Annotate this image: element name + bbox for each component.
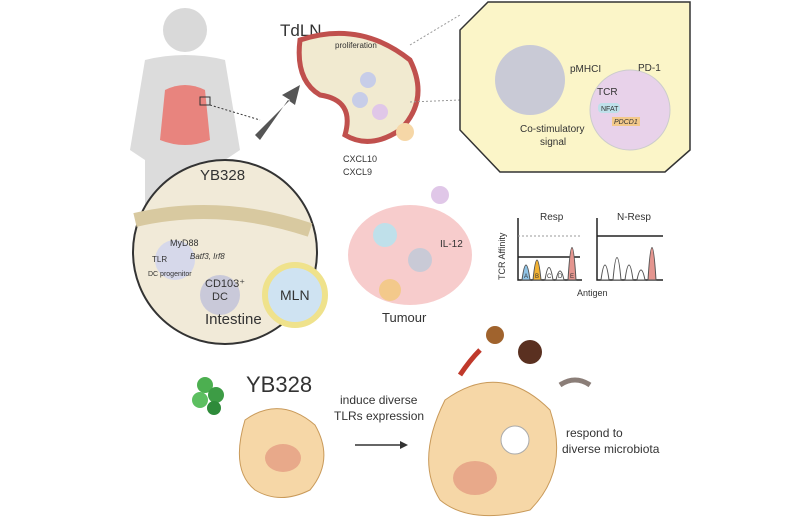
antigen-a: A: [524, 274, 528, 280]
step2-label-1: respond to: [566, 426, 623, 440]
y-axis-label: TCR Affinity: [497, 232, 507, 280]
up-arrow-icon: [255, 85, 300, 140]
x-axis-label: Antigen: [577, 288, 608, 298]
bottom-pathway: YB328 induce diverse TLRs expression res…: [192, 326, 660, 517]
nresp-title: N-Resp: [617, 212, 651, 223]
antigen-c: C: [547, 274, 552, 280]
pd1-label: PD-1: [638, 63, 661, 74]
intestine-label: Intestine: [205, 311, 262, 328]
genes-label: Batf3, Irf8: [190, 252, 225, 261]
cxcl9-label: CXCL9: [343, 167, 372, 177]
tumour: CXCL10 CXCL9 IL-12 Tumour: [343, 123, 472, 325]
cd103-dc-cell: [200, 275, 240, 315]
dc-progenitor-label: DC progenitor: [148, 271, 192, 278]
affinity-plots: TCR Affinity Antigen Resp N-Resp A B C D…: [497, 212, 663, 298]
tlr-label: TLR: [152, 255, 167, 264]
intestine-panel: YB328 TLR MyD88 Batf3, Irf8 DC progenito…: [132, 159, 328, 345]
dendritic-cell-after: [428, 381, 558, 517]
microbe-icon-3: [518, 340, 542, 364]
peak-d-resp: [555, 270, 565, 281]
microbe-icon: [457, 348, 482, 377]
peak-e-nresp: [647, 247, 657, 281]
bottom-strain-label: YB328: [246, 372, 312, 397]
lymph-node: TdLN proliferation: [280, 21, 421, 144]
peak-a-resp: [521, 264, 531, 281]
intestine-organ: [160, 85, 210, 145]
mln-node: [262, 262, 328, 328]
synapse-panel: pMHCI PD-1 TCR NFAT PDCD1 Co-stimulatory…: [459, 1, 691, 173]
antigen-e: E: [570, 274, 574, 280]
nfat-label: NFAT: [601, 106, 619, 113]
pdcd1-label: PDCD1: [614, 119, 638, 126]
intestine-strain-label: YB328: [200, 167, 245, 184]
antigen-b: B: [535, 274, 539, 280]
proliferation-label: proliferation: [335, 41, 377, 50]
cxcl10-label: CXCL10: [343, 154, 377, 164]
dendritic-cell: [495, 45, 565, 115]
step2-label-2: diverse microbiota: [562, 442, 660, 456]
dc-label: DC: [212, 291, 228, 303]
microbe-icon-4: [558, 377, 592, 388]
microbe-icon-2: [486, 326, 504, 344]
step1-label-1: induce diverse: [340, 393, 418, 407]
mln-label: MLN: [280, 287, 310, 303]
peak-d-nresp: [636, 269, 646, 281]
myd88-label: MyD88: [170, 238, 199, 248]
peak-b-resp: [532, 259, 542, 281]
peak-c-resp: [544, 267, 554, 281]
cd103-label: CD103⁺: [205, 278, 245, 290]
il12-label: IL-12: [440, 239, 463, 250]
costim-label: Co-stimulatory: [520, 124, 584, 135]
resp-title: Resp: [540, 212, 564, 223]
tcr-label: TCR: [597, 87, 618, 98]
peak-b-nresp: [612, 257, 622, 281]
bacteria-cluster-icon: [192, 377, 224, 415]
peak-c-nresp: [624, 264, 634, 281]
peak-a-nresp: [600, 264, 610, 281]
tumour-label: Tumour: [382, 310, 427, 325]
dc-progenitor-cell: [155, 240, 195, 280]
step1-label-2: TLRs expression: [334, 409, 424, 423]
peak-e-resp: [567, 247, 577, 281]
antigen-d: D: [558, 274, 563, 280]
costim-signal-label: signal: [540, 137, 566, 148]
t-cell: [589, 69, 671, 151]
pmhc-label: pMHCI: [570, 64, 601, 75]
